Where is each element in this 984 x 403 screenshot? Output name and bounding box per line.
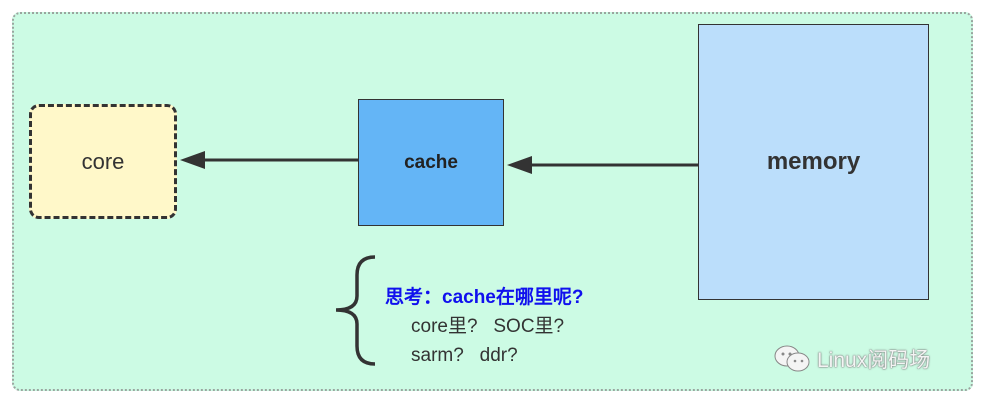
watermark-text: Linux阅码场 bbox=[817, 349, 931, 372]
curly-brace bbox=[335, 255, 376, 366]
cache-node: cache bbox=[358, 99, 504, 226]
memory-node: memory bbox=[698, 24, 929, 300]
core-node: core bbox=[29, 104, 177, 219]
note-question: 思考：cache在哪里呢? bbox=[385, 287, 584, 308]
watermark: Linux阅码场 bbox=[773, 344, 930, 374]
note-line-1: core里? SOC里? bbox=[411, 316, 565, 337]
wechat-icon bbox=[774, 345, 810, 372]
arrow-memory-to-cache bbox=[507, 156, 698, 174]
note-line-2: sarm? ddr? bbox=[411, 345, 518, 366]
note: 思考：cache在哪里呢? core里? SOC里? sarm? ddr? bbox=[385, 283, 583, 370]
arrow-cache-to-core bbox=[180, 151, 358, 169]
